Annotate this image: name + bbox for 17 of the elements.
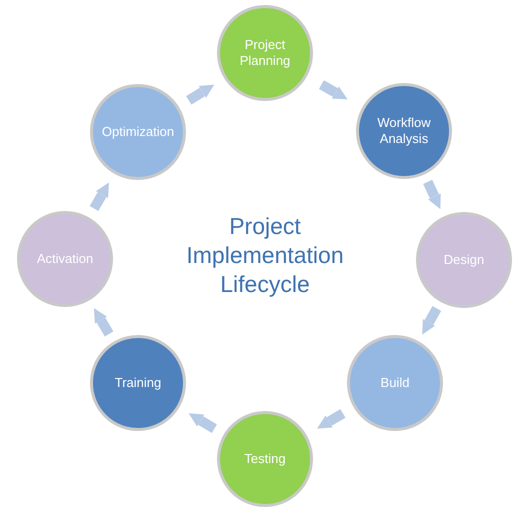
node-label: Activation (36, 250, 94, 268)
arrow (317, 409, 346, 429)
node-label: Design (442, 252, 486, 268)
node-label: Workflow Analysis (376, 114, 432, 148)
arrow (422, 306, 442, 335)
node-label: Build (380, 374, 410, 392)
arrow (186, 84, 214, 105)
arrow (188, 413, 217, 433)
arrow (423, 180, 441, 210)
node-label: Training (114, 374, 162, 392)
node-label: Testing (243, 450, 287, 468)
arrow (90, 182, 109, 211)
diagram-title: Project Implementation Lifecycle (185, 212, 345, 298)
node-label: Optimization (100, 124, 176, 140)
arrow (94, 308, 114, 336)
node-label: Project Planning (238, 36, 292, 70)
arrow (318, 80, 348, 100)
